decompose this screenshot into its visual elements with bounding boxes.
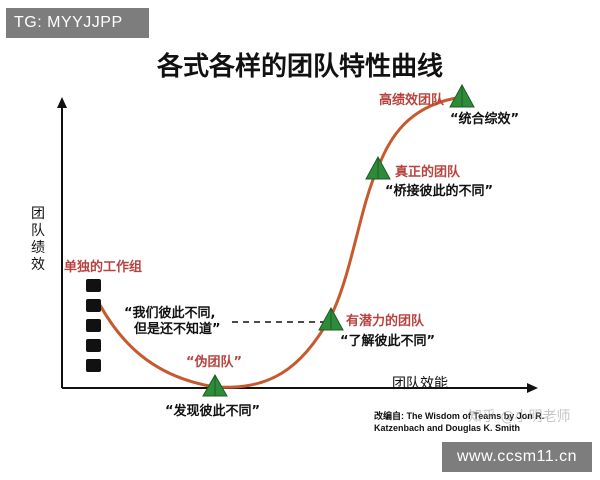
individual-stage-quote-line1: “我们彼此不同, [124,306,216,321]
pseudo-team-label: “伪团队” [186,355,243,370]
potential-team-marker [318,306,344,331]
real-team-marker [365,155,391,180]
work-group-block [86,279,101,292]
work-group-block [86,359,101,372]
work-group-block [86,339,101,352]
real-team-label: 真正的团队 [395,165,461,180]
potential-team-label: 有潜力的团队 [346,314,425,329]
potential-team-quote: “了解彼此不同” [340,334,436,349]
tg-badge: TG: MYYJJPP [6,8,149,38]
source-citation: 改编自: The Wisdom of Teams by Jon R. Katze… [374,410,544,434]
work-group-block [86,319,101,332]
high-performance-marker [449,83,475,108]
work-group-block [86,299,101,312]
diagram-title: 各式各样的团队特性曲线 [156,52,443,82]
source-line-2: Katzenbach and Douglas K. Smith [374,423,521,433]
source-line-1: 改编自: The Wisdom of Teams by Jon R. [374,411,545,421]
y-axis-arrow [57,97,67,108]
high-performance-quote: “统合综效” [450,112,520,127]
x-axis-label: 团队效能 [392,376,448,392]
pseudo-team-marker [202,373,228,397]
site-badge: www.ccsm11.cn [442,442,592,472]
individual-stage-label: 单独的工作组 [64,260,143,275]
watermark: 知乎 @小明老师 [468,409,571,425]
y-axis-label: 团队绩效 [31,206,45,273]
individual-stage-quote-line2: 但是还不知道” [134,322,221,337]
pseudo-team-quote: “发现彼此不同” [165,404,261,419]
high-performance-label: 高绩效团队 [379,93,445,108]
x-axis-arrow [527,383,538,393]
real-team-quote: “桥接彼此的不同” [385,184,494,199]
